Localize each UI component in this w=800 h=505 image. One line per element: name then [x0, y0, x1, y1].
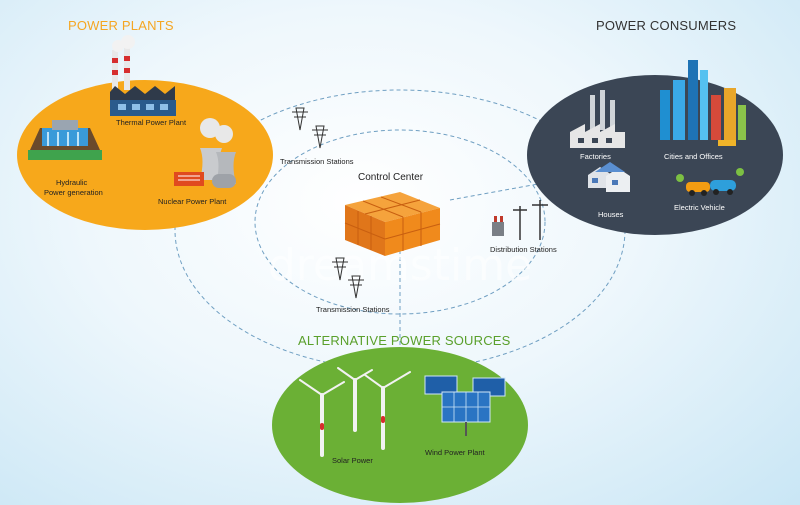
- hydraulic-label-line1: Hydraulic: [56, 178, 88, 187]
- houses-icon: [588, 162, 630, 192]
- power-consumers-ellipse: [527, 75, 783, 235]
- factory-icon: [570, 90, 625, 148]
- hydraulic-dam-icon: [28, 120, 102, 160]
- houses-label: Houses: [598, 210, 624, 219]
- thermal-plant-label: Thermal Power Plant: [116, 118, 187, 127]
- transmission-stations-top-label: Transmission Stations: [280, 157, 354, 166]
- thermal-plant-icon: [110, 35, 176, 116]
- electric-vehicle-label: Electric Vehicle: [674, 203, 725, 212]
- transmission-stations-bottom-label: Transmission Stations: [316, 305, 390, 314]
- distribution-stations-label: Distribution Stations: [490, 245, 557, 254]
- nuclear-plant-icon: [174, 118, 236, 188]
- transmission-tower-top-icon: [292, 107, 328, 149]
- alternative-sources-heading: ALTERNATIVE POWER SOURCES: [298, 333, 511, 348]
- solar-panels-icon: [424, 375, 506, 436]
- nuclear-plant-label: Nuclear Power Plant: [158, 197, 227, 206]
- control-center-label: Control Center: [358, 172, 424, 183]
- solar-power-label: Solar Power: [332, 456, 373, 465]
- power-plants-heading: POWER PLANTS: [68, 18, 174, 33]
- hydraulic-label-line2: Power generation: [44, 188, 103, 197]
- electric-vehicle-icon: [676, 168, 744, 196]
- transmission-tower-bottom-icon: [332, 257, 364, 299]
- power-plants-ellipse: [17, 80, 273, 230]
- city-buildings-icon: [660, 60, 746, 146]
- wind-power-plant-label: Wind Power Plant: [425, 448, 485, 457]
- distribution-station-icon: [492, 200, 548, 240]
- wind-turbines-icon: [299, 367, 411, 457]
- cities-label: Cities and Offices: [664, 152, 723, 161]
- power-consumers-heading: POWER CONSUMERS: [596, 18, 737, 33]
- factories-label: Factories: [580, 152, 611, 161]
- inner-link-ring: [254, 129, 546, 315]
- alternative-sources-ellipse: [272, 347, 528, 503]
- control-center-icon: [344, 192, 441, 256]
